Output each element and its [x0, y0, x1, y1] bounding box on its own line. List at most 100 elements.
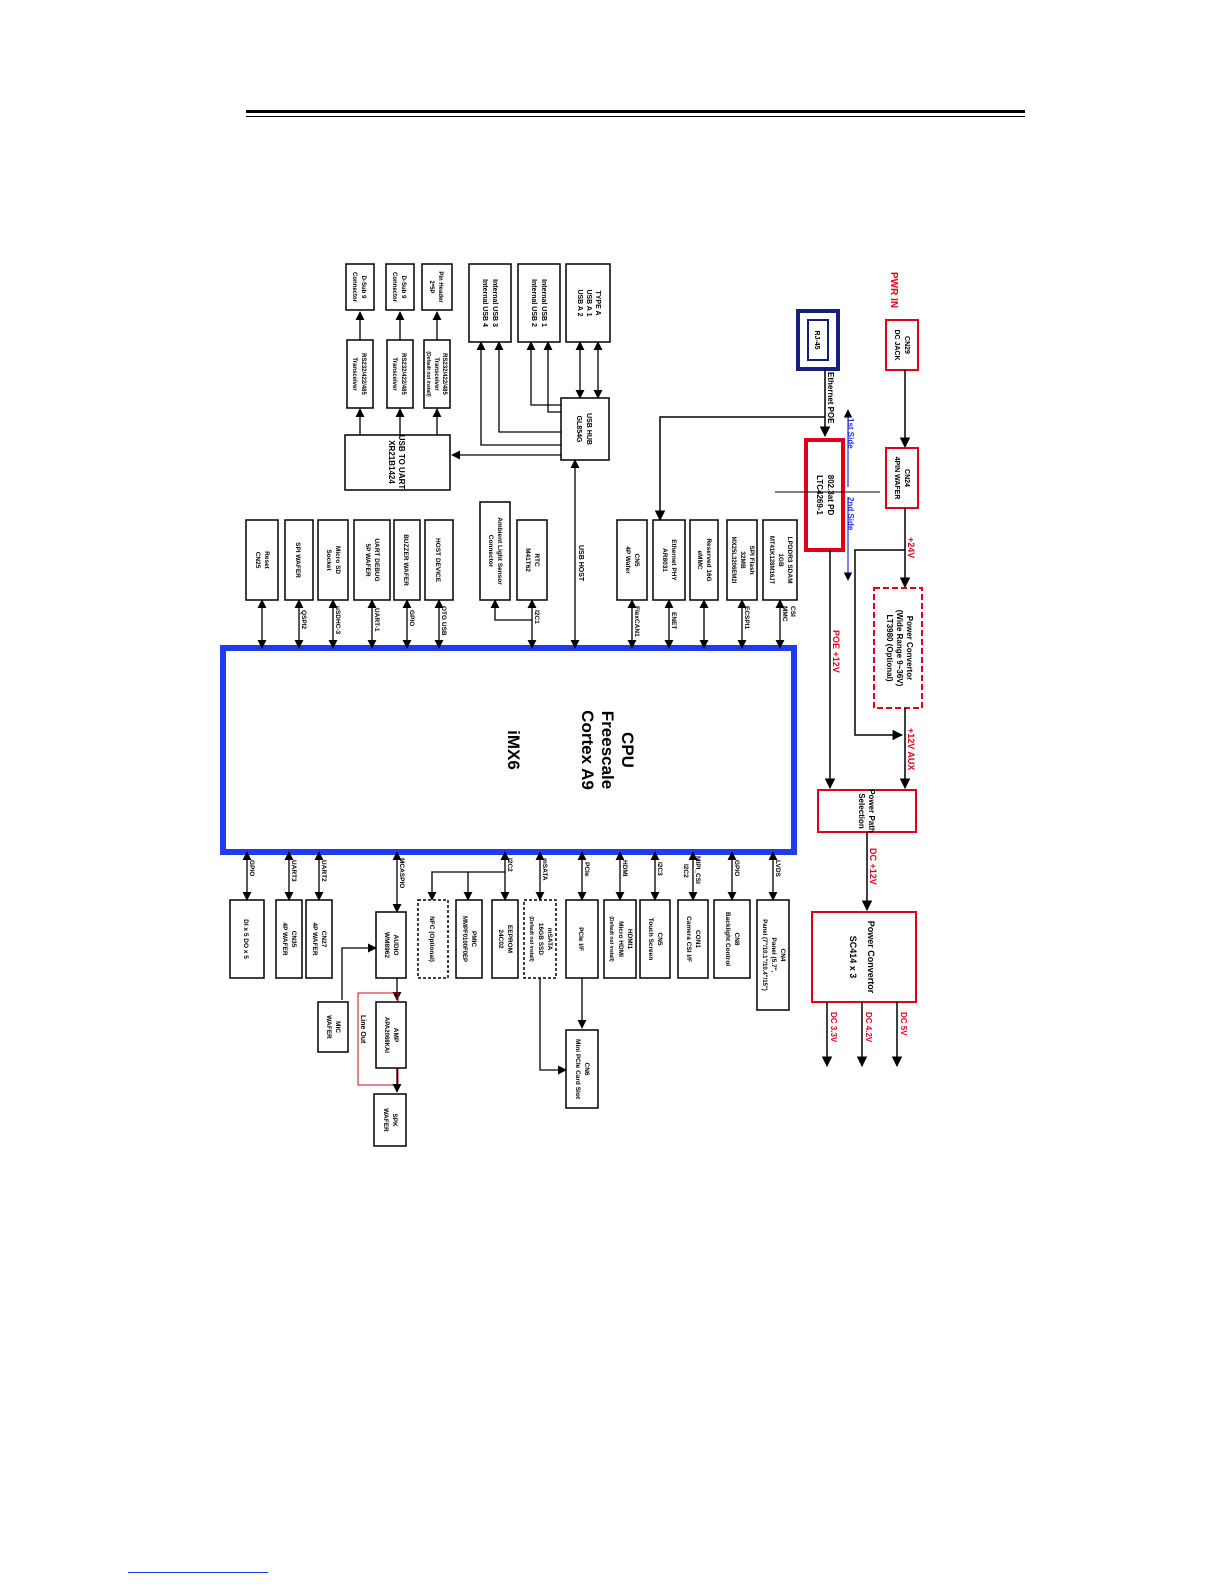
cn5-wafer-label: CN5 4P Wafer [624, 546, 640, 574]
svg-text:CN27: CN27 [320, 931, 327, 948]
svg-text:SPK: SPK [391, 1113, 398, 1127]
svg-text:Transceiver: Transceiver [351, 357, 357, 391]
backlight-control-block [713, 899, 751, 979]
lpddr3-block [762, 519, 798, 601]
svg-text:Backlight Control: Backlight Control [724, 912, 731, 966]
svg-text:MT41K128M16JT: MT41K128M16JT [768, 536, 774, 585]
uart2-signal: UART2 [320, 860, 327, 882]
dio-block [229, 899, 265, 979]
pin-header-label: Pin Header 2*5P [428, 271, 443, 303]
rs232-transceiver-2-label: RS232/422/485 Transceiver [391, 353, 406, 395]
spi-flash-label: SPI Flash 32MB MX25L3206EM2I [730, 537, 755, 584]
svg-text:Socket: Socket [325, 549, 332, 571]
backlight-control-label: CN8 Backlight Control [724, 912, 740, 966]
usb-internal-34-block [468, 263, 512, 343]
nfc-label: NFC (Optional) [428, 916, 435, 962]
svg-text:Power Convertor: Power Convertor [905, 616, 914, 680]
audio-codec-label: AUDIO WM8962 [383, 932, 399, 958]
lvds-signal: LVDS [774, 860, 781, 878]
cpu-vendor-label: Freescale [598, 711, 617, 789]
power-converter-label: Power Convertor SC414 x 3 [848, 921, 876, 994]
emmc-label: Reserved 16G eMMC [696, 538, 712, 581]
svg-text:HOST DEVICE: HOST DEVICE [434, 538, 441, 583]
spi-wafer-label: SPI WAFER [294, 542, 301, 578]
dsub9-2-block [385, 263, 415, 311]
dc-jack-block [885, 319, 919, 371]
dc-5v-label: DC 5V [899, 1012, 908, 1036]
line-out-label: Line Out [359, 1015, 366, 1044]
second-side-label: 2nd Side [846, 497, 855, 531]
svg-text:RS232/422/485: RS232/422/485 [441, 353, 447, 395]
pin-header-block [421, 263, 453, 311]
svg-text:M41T62: M41T62 [524, 548, 531, 572]
svg-text:(Wide Range 9~36V): (Wide Range 9~36V) [895, 610, 904, 687]
svg-text:SPI WAFER: SPI WAFER [294, 542, 301, 578]
power-path-selection-block [817, 789, 917, 833]
pcie-signal: PCIe [583, 862, 590, 877]
ambient-light-sensor-label: Ambient Light Sensor Connector [487, 517, 503, 585]
dc-12v-label: DC +12V [868, 848, 878, 885]
svg-text:WM8962: WM8962 [383, 932, 390, 958]
svg-text:CN24: CN24 [903, 469, 910, 487]
svg-text:AMP: AMP [392, 1028, 399, 1043]
uart-debug-label: UART DEBUG 5P WAFER [364, 538, 380, 581]
svg-text:Connector: Connector [487, 535, 494, 568]
speaker-wafer-block [373, 1093, 407, 1147]
power-path-selection-label: Power Path Selection [857, 789, 876, 833]
usb-to-uart-label: USB TO UART XR21B1424 [387, 435, 406, 490]
emmc-block [689, 519, 719, 601]
poe-12v-label: POE +12V [831, 630, 841, 673]
svg-text:RJ-45: RJ-45 [813, 330, 820, 349]
ethernet-phy-label: Ethernet PHY AR8031 [661, 539, 677, 581]
cpu-block [220, 645, 797, 855]
spi-flash-block [726, 519, 758, 601]
svg-text:D-Sub 9: D-Sub 9 [400, 276, 406, 299]
pcie-if-label: PCIe I/F [577, 927, 584, 951]
svg-text:CN5: CN5 [633, 553, 640, 566]
svg-text:NFC (Optional): NFC (Optional) [428, 916, 435, 962]
svg-text:XR21B1424: XR21B1424 [387, 440, 396, 484]
reset-block [245, 519, 279, 601]
csi-signal: CSI [789, 606, 796, 617]
eeprom-label: EEPROM 24C02 [497, 925, 513, 953]
usb-internal-12-label: Internal USB 1 Internal USB 2 [530, 279, 547, 327]
svg-text:USB HUB: USB HUB [585, 413, 592, 445]
ethernet-phy-block [652, 519, 686, 601]
svg-text:eMMC: eMMC [696, 550, 703, 569]
svg-text:LPDDR3 SDAM: LPDDR3 SDAM [786, 537, 793, 584]
svg-text:Touch Screen: Touch Screen [647, 918, 654, 961]
svg-text:Panel (7"/10.1"/10.4"/15"): Panel (7"/10.1"/10.4"/15") [761, 919, 767, 990]
gpio-left-signal: GPIO [248, 860, 255, 876]
svg-text:MIC: MIC [334, 1021, 341, 1033]
i2c3-signal: I2C3 [656, 862, 663, 876]
cn35-wafer-label: CN35 4P WAFER [281, 922, 297, 955]
footer-link-underline[interactable] [128, 1572, 268, 1573]
cn27-wafer-label: CN27 4P WAFER [311, 922, 327, 955]
hdmi-label: HDMI1 Micro HDMI (Default not install) [608, 916, 633, 962]
uart1-signal: UART-1 [373, 608, 380, 632]
svg-text:1GB: 1GB [777, 553, 784, 567]
svg-text:BUZZER WAFER: BUZZER WAFER [402, 534, 409, 586]
svg-text:Internal USB 2: Internal USB 2 [530, 279, 537, 327]
svg-text:CN8: CN8 [733, 932, 740, 945]
usb-type-a-label: TYPE A USB A 1 USB A 2 [576, 289, 601, 316]
svg-text:4P Wafer: 4P Wafer [624, 546, 631, 574]
svg-text:Camera CSI I/F: Camera CSI I/F [685, 916, 692, 962]
svg-text:DC JACK: DC JACK [893, 329, 900, 360]
mmc-signal: MMC [781, 606, 788, 622]
svg-text:2*5P: 2*5P [428, 280, 434, 293]
gpio-right-signal: GPIO [733, 860, 740, 876]
svg-text:Transceiver: Transceiver [391, 357, 397, 391]
hdmi-signal: HDMI [621, 860, 628, 877]
reset-label: Reset CN25 [254, 551, 270, 570]
dio-label: DI x 5 DO x 5 [242, 919, 249, 959]
usb-internal-34-label: Internal USB 3 Internal USB 4 [481, 279, 498, 327]
svg-text:WAFER: WAFER [382, 1108, 389, 1132]
svg-text:D-Sub 9: D-Sub 9 [360, 276, 366, 299]
msata-signal: mSATA [541, 858, 548, 881]
gpio-top-signal: GPIO [408, 610, 415, 626]
svg-text:CON1: CON1 [694, 930, 701, 948]
uart-debug-block [353, 519, 391, 601]
host-device-block [424, 519, 454, 601]
svg-text:PCIe I/F: PCIe I/F [577, 927, 584, 951]
